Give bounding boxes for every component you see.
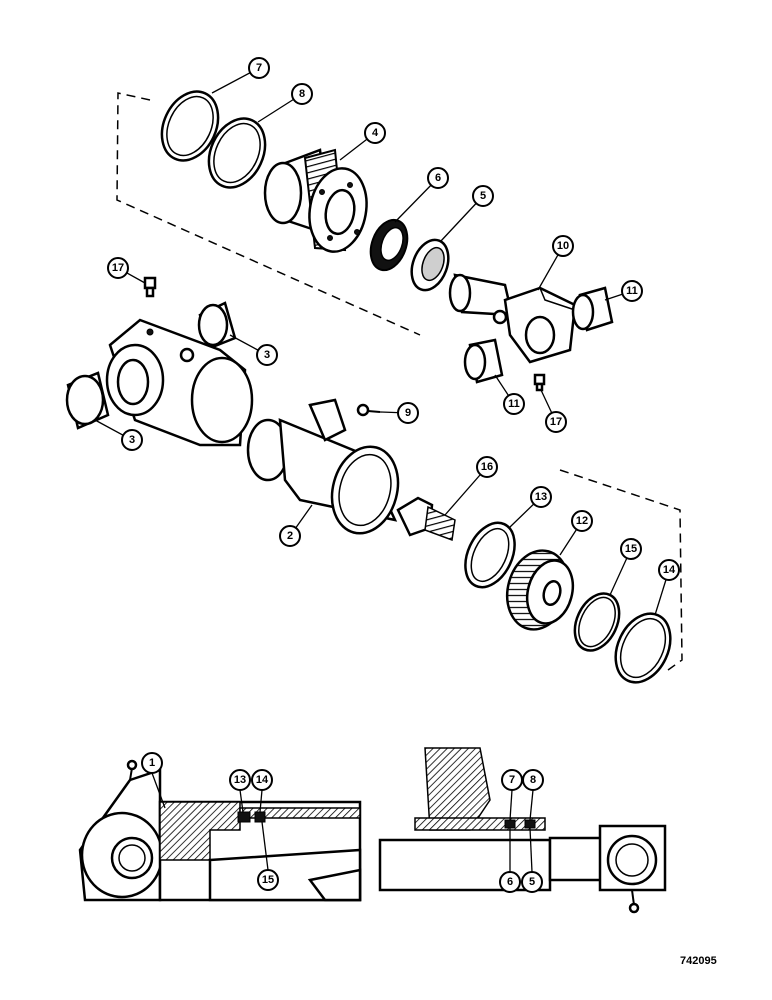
callout-3-lower: 3 (121, 429, 143, 451)
svg-text:3: 3 (264, 349, 270, 361)
grease-fitting-17-lower (533, 373, 546, 392)
bushing-11-left (463, 338, 504, 384)
svg-text:15: 15 (262, 874, 274, 886)
leader-s5 (529, 827, 533, 873)
svg-text:16: 16 (481, 461, 493, 473)
section-callout-8: 8 (522, 769, 544, 791)
drawing-number: 742095 (680, 955, 717, 967)
svg-text:11: 11 (508, 398, 520, 410)
svg-text:9: 9 (405, 407, 411, 419)
piston-12 (505, 549, 575, 631)
leader-s14 (259, 789, 263, 813)
callout-8: 8 (291, 83, 313, 105)
bushing-3-lower (65, 371, 110, 430)
svg-text:12: 12 (576, 515, 588, 527)
wear-ring-13 (464, 521, 516, 589)
svg-text:7: 7 (256, 62, 262, 74)
svg-text:1: 1 (149, 757, 155, 769)
leader-s8 (529, 789, 534, 821)
callout-4: 4 (364, 122, 386, 144)
callout-7: 7 (248, 57, 270, 79)
cylinder-head-4 (263, 148, 368, 253)
bolt-16 (396, 496, 456, 542)
svg-text:7: 7 (509, 774, 515, 786)
bushing-11-right (571, 286, 614, 332)
callout-13: 13 (530, 486, 552, 508)
svg-text:14: 14 (256, 774, 269, 786)
callout-10: 10 (552, 235, 574, 257)
backup-ring-8 (207, 117, 267, 189)
callout-11-upper: 11 (621, 280, 643, 302)
svg-text:3: 3 (129, 434, 135, 446)
assembled-section-left (78, 759, 362, 902)
svg-text:6: 6 (507, 876, 513, 888)
svg-text:4: 4 (372, 127, 379, 139)
grease-fitting-17-upper (143, 276, 157, 298)
callout-17-upper: 17 (107, 257, 129, 279)
callout-5: 5 (472, 185, 494, 207)
svg-text:13: 13 (234, 774, 246, 786)
rod-seal-6 (369, 218, 409, 272)
callout-14: 14 (658, 559, 680, 581)
svg-text:8: 8 (530, 774, 536, 786)
callout-6: 6 (427, 167, 449, 189)
svg-text:11: 11 (626, 285, 638, 297)
svg-text:13: 13 (535, 491, 547, 503)
svg-text:8: 8 (299, 88, 305, 100)
backup-ring-14 (614, 612, 672, 684)
section-callout-5: 5 (521, 871, 543, 893)
bushing-3-upper (197, 301, 237, 350)
section-callout-15: 15 (257, 869, 279, 891)
section-callout-6: 6 (499, 871, 521, 893)
section-callout-7: 7 (501, 769, 523, 791)
callout-9: 9 (397, 402, 419, 424)
svg-text:17: 17 (550, 416, 562, 428)
leader-s13 (239, 789, 244, 813)
section-callout-13: 13 (229, 769, 251, 791)
svg-text:17: 17 (112, 262, 124, 274)
svg-text:6: 6 (435, 172, 441, 184)
svg-text:2: 2 (287, 530, 293, 542)
svg-text:5: 5 (480, 190, 486, 202)
section-callout-14: 14 (251, 769, 273, 791)
cylinder-base-1 (105, 318, 254, 447)
assembly-dashed-outline (116, 92, 683, 671)
leader-s15 (261, 821, 269, 871)
callout-2: 2 (279, 525, 301, 547)
callout-11-lower: 11 (503, 393, 525, 415)
callout-3-upper: 3 (256, 344, 278, 366)
wiper-5 (410, 238, 450, 292)
callout-12: 12 (571, 510, 593, 532)
svg-text:15: 15 (625, 543, 637, 555)
callout-17-lower: 17 (545, 411, 567, 433)
callout-16: 16 (476, 456, 498, 478)
svg-text:5: 5 (529, 876, 535, 888)
leader-s7 (509, 789, 513, 821)
svg-text:10: 10 (557, 240, 569, 252)
leader-s1 (151, 772, 166, 809)
section-callout-1: 1 (141, 752, 163, 774)
rod-end-10 (448, 273, 577, 364)
callout-15: 15 (620, 538, 642, 560)
o-ring-7 (160, 90, 220, 162)
svg-text:14: 14 (663, 564, 676, 576)
barrel-2 (246, 398, 400, 535)
set-screw-9 (356, 403, 381, 417)
